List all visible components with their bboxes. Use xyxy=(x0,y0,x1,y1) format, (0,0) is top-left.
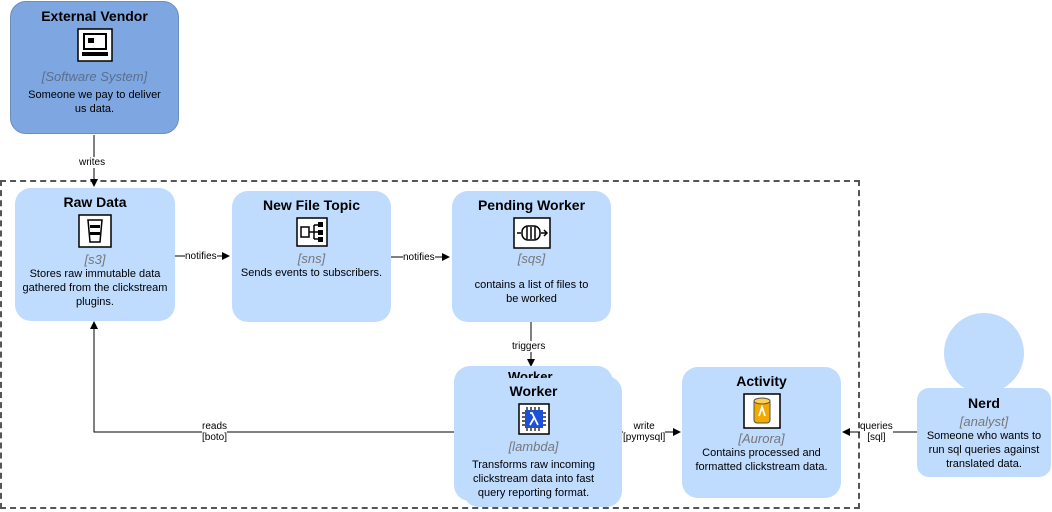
lambda-icon xyxy=(517,403,550,435)
database-icon xyxy=(742,393,781,429)
worker-clipped-label: Worker xyxy=(508,370,553,378)
node-tech: [Software System] xyxy=(41,69,148,84)
node-description: Someone we pay to deliver us data. xyxy=(28,89,161,115)
new-file-topic-node[interactable]: New File Topic [sns] Sends events to sub… xyxy=(232,191,391,322)
computer-icon xyxy=(76,28,113,62)
node-description: Contains processed and formatted clickst… xyxy=(695,447,828,473)
edge-label-reads: reads [boto] xyxy=(202,421,228,443)
node-title: Pending Worker xyxy=(477,197,586,213)
activity-node[interactable]: Activity [Aurora] Contains processed and… xyxy=(682,367,841,498)
node-description: Someone who wants to run sql queries aga… xyxy=(926,430,1042,470)
bucket-icon xyxy=(78,214,112,248)
node-description: Sends events to subscribers. xyxy=(240,267,383,279)
edge-label-notifies-1: notifies xyxy=(185,251,217,262)
pending-worker-node[interactable]: Pending Worker [sqs] contains a list of … xyxy=(452,191,611,322)
node-title: Worker xyxy=(509,383,558,399)
node-tech: [Aurora] xyxy=(738,431,785,446)
topic-icon xyxy=(295,217,328,247)
edge-label-writes: writes xyxy=(79,157,106,168)
node-title: External Vendor xyxy=(41,8,148,24)
node-title: Raw Data xyxy=(63,194,127,210)
node-description: Stores raw immutable data gathered from … xyxy=(22,268,168,308)
node-title: Nerd xyxy=(968,395,1000,411)
edge-label-queries: queries [sql] xyxy=(860,421,893,443)
node-title: New File Topic xyxy=(263,197,360,213)
node-tech: [sns] xyxy=(297,251,326,266)
raw-data-node[interactable]: Raw Data [s3] Stores raw immutable data … xyxy=(15,188,175,321)
node-tech: [s3] xyxy=(84,252,106,267)
edge-label-notifies-2: notifies xyxy=(403,252,435,263)
edge-label-triggers: triggers xyxy=(512,341,546,352)
system-boundary xyxy=(0,180,860,509)
node-tech: [analyst] xyxy=(959,414,1009,429)
external-vendor-node[interactable]: External Vendor [Software System] Someon… xyxy=(10,1,179,134)
node-description: contains a list of files to be worked xyxy=(474,279,589,305)
node-tech: [sqs] xyxy=(517,251,546,266)
node-description: Transforms raw incoming clickstream data… xyxy=(471,459,596,499)
edge-label-write-db: write [pymysql] xyxy=(623,421,666,443)
queue-icon xyxy=(512,217,551,249)
nerd-node[interactable]: Nerd [analyst] Someone who wants to run … xyxy=(917,388,1051,477)
person-head xyxy=(944,313,1024,393)
node-tech: [lambda] xyxy=(508,439,559,454)
node-title: Activity xyxy=(736,373,787,389)
worker-node[interactable]: Worker Worker [lambda] Transforms raw in… xyxy=(454,366,613,501)
